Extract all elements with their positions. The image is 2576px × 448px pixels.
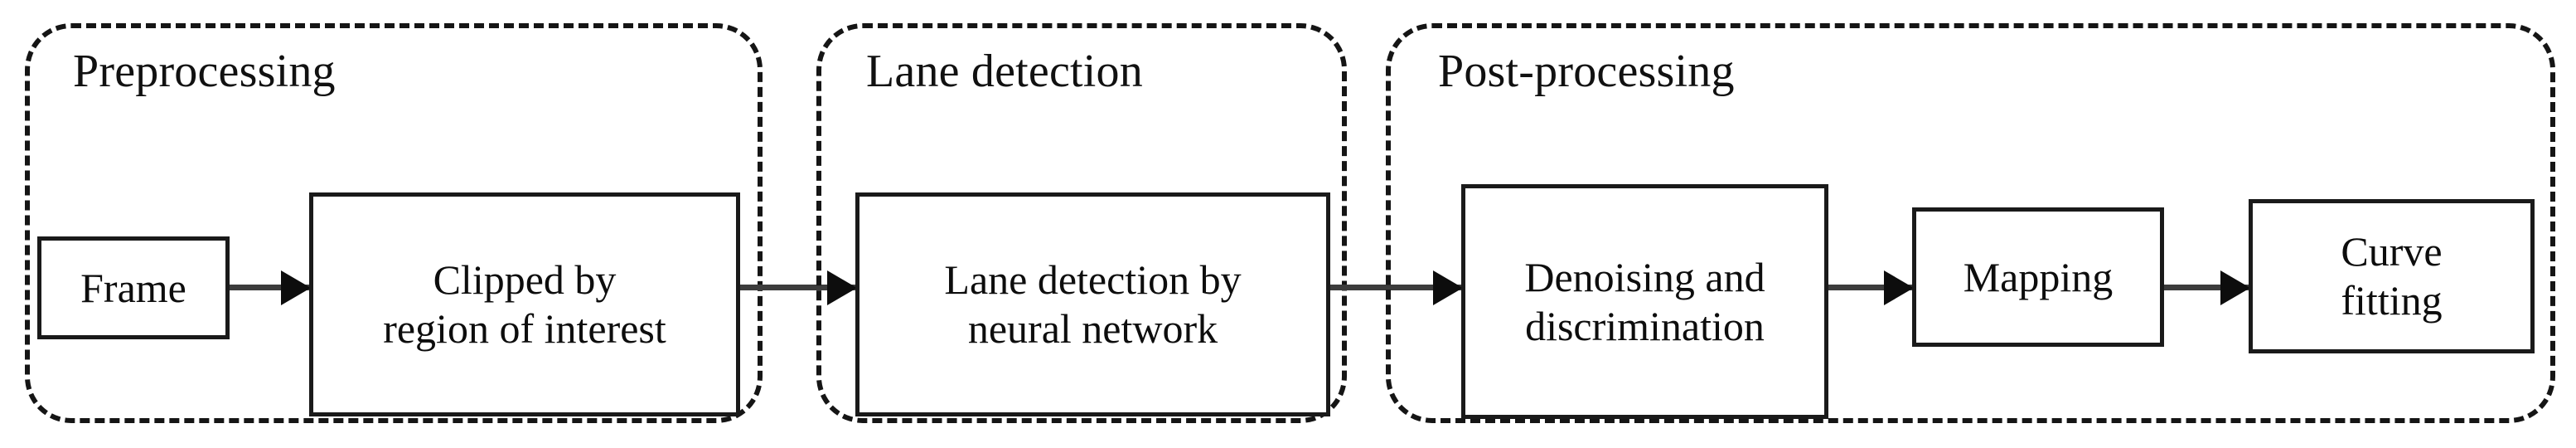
node-lane-detection-nn[interactable]: Lane detection by neural network (855, 192, 1330, 416)
node-curve-fitting[interactable]: Curve fitting (2249, 199, 2535, 353)
stage-post-processing (1386, 23, 2555, 423)
node-clipped-roi[interactable]: Clipped by region of interest (309, 192, 740, 416)
node-lane-detection-nn-label: Lane detection by neural network (944, 256, 1242, 352)
stage-lane-detection-title: Lane detection (866, 46, 1143, 97)
node-frame[interactable]: Frame (37, 236, 230, 339)
node-denoising[interactable]: Denoising and discrimination (1461, 184, 1828, 419)
node-denoising-label: Denoising and discrimination (1524, 253, 1765, 349)
stage-preprocessing-title: Preprocessing (73, 46, 336, 97)
stage-post-processing-title: Post-processing (1438, 46, 1735, 97)
node-frame-label: Frame (80, 264, 186, 311)
edge-mapping-to-curve-fitting (2164, 285, 2249, 290)
stage-lane-detection (816, 23, 1347, 423)
node-mapping[interactable]: Mapping (1912, 207, 2164, 347)
stage-preprocessing (25, 23, 763, 423)
node-mapping-label: Mapping (1963, 253, 2114, 300)
edge-denoising-to-mapping (1828, 285, 1912, 290)
edge-lane-detection-to-denoising (1330, 285, 1461, 290)
node-curve-fitting-label: Curve fitting (2341, 228, 2443, 324)
edge-frame-to-clipped (230, 285, 309, 290)
edge-clipped-to-lane-detection (740, 285, 855, 290)
node-clipped-roi-label: Clipped by region of interest (383, 256, 666, 352)
